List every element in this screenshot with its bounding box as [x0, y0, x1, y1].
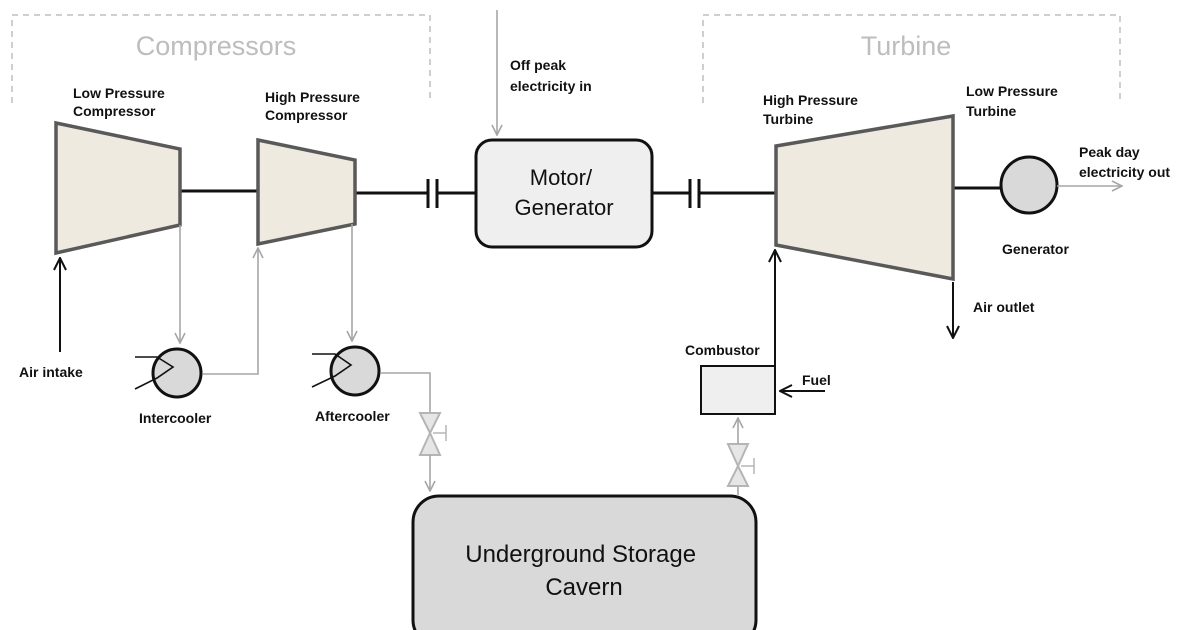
air-intake-label: Air intake: [19, 364, 83, 380]
shaft: [180, 179, 1000, 208]
motor-generator: Motor/ Generator: [474, 138, 654, 249]
lp-compressor-label: Low Pressure Compressor: [73, 85, 169, 119]
outlet-valve: [726, 418, 755, 496]
aftercooler: Aftercooler: [311, 224, 431, 424]
cavern-label-1: Underground Storage: [465, 541, 696, 568]
inlet-valve: [418, 410, 447, 491]
motor-generator-label-2: Generator: [514, 195, 613, 220]
generator: Generator: [999, 155, 1069, 257]
high-pressure-compressor: [256, 137, 357, 247]
hp-compressor-label: High Pressure Compressor: [265, 89, 364, 123]
aftercooler-label: Aftercooler: [315, 408, 390, 424]
underground-storage-cavern: Underground Storage Cavern: [411, 494, 758, 630]
svg-text:Motor/ Generator: Motor/ Generator: [514, 165, 613, 220]
intercooler: Intercooler: [134, 225, 258, 426]
low-pressure-compressor: [54, 120, 182, 256]
combustor-label: Combustor: [685, 342, 760, 358]
air-outlet-label: Air outlet: [973, 299, 1035, 315]
turbine-title: Turbine: [861, 31, 952, 61]
cavern-label-2: Cavern: [545, 574, 622, 601]
peak-output: Peak day electricity out: [1057, 144, 1170, 186]
svg-text:Underground Storage Cave: Underground Storage Cavern: [465, 541, 703, 601]
compressors-group: Compressors: [11, 14, 431, 103]
fuel-label: Fuel: [802, 372, 831, 388]
lp-turbine-label: Low Pressure Turbine: [966, 83, 1062, 119]
fuel-input: Fuel: [780, 372, 831, 391]
combustor: Combustor: [685, 250, 775, 415]
peak-out-label: Peak day electricity out: [1079, 144, 1170, 180]
intercooler-label: Intercooler: [139, 410, 212, 426]
compressors-title: Compressors: [136, 31, 297, 61]
hp-turbine-label: High Pressure Turbine: [763, 92, 862, 127]
turbine: [774, 113, 955, 282]
air-outlet: Air outlet: [953, 282, 1035, 338]
motor-generator-label-1: Motor/: [530, 165, 593, 190]
generator-label: Generator: [1002, 241, 1069, 257]
turbine-group: Turbine: [702, 14, 1121, 103]
air-intake: Air intake: [19, 258, 83, 380]
offpeak-input: Off peak electricity in: [497, 10, 592, 135]
offpeak-label: Off peak electricity in: [510, 57, 592, 94]
